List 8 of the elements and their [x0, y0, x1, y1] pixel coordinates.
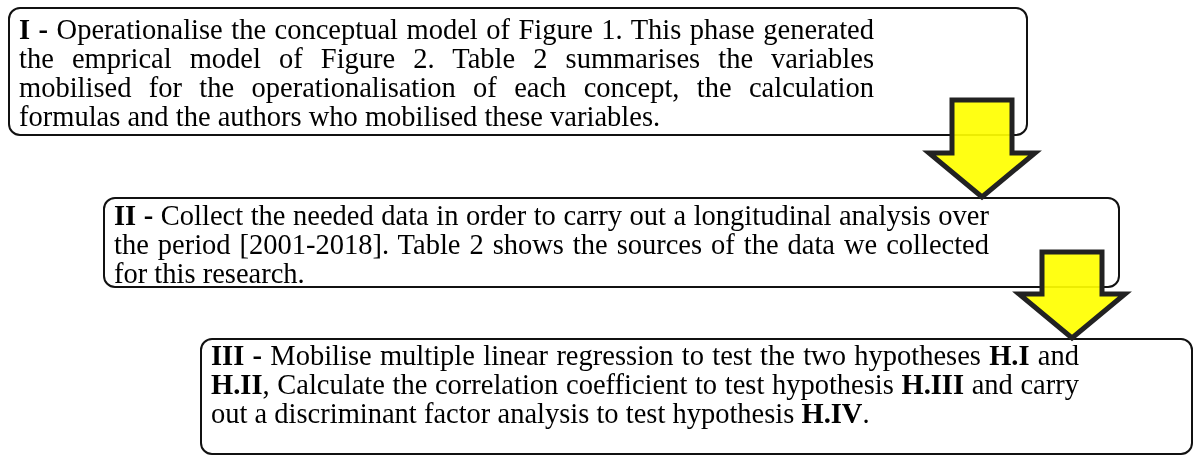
- step-text: II - Collect the needed data in order to carry out a longitudinal analysis over the period [2001-2018]. Table 2 shows the sources of the data we collected for this research.: [114, 201, 989, 288]
- step-text: III - Mobilise multiple linear regression to test the two hypotheses H.I and H.II, Calculate the correlation coefficient to test hypothesis H.III and carry out a discriminant factor analysis to test hypothesis H.IV.: [211, 341, 1079, 428]
- step-box: [8, 7, 1028, 136]
- block-arrow: [1012, 249, 1132, 342]
- block-arrow: [922, 97, 1042, 201]
- step-box: [200, 338, 1193, 455]
- step-box: [103, 197, 1120, 288]
- step-text: I - Operationalise the conceptual model of Figure 1. This phase generated the emprical model of Figure 2. Table 2 summarises the variables mobilised for the operationalisation of each concept, the calculation formulas and the authors who mobilised these variables.: [19, 15, 874, 131]
